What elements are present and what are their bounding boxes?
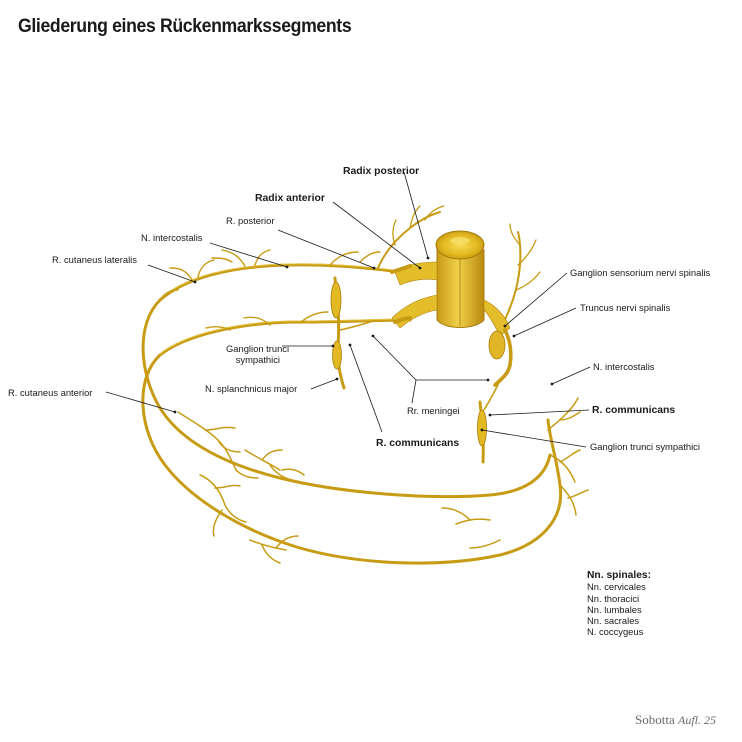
label-r-cutaneus-anterior: R. cutaneus anterior xyxy=(8,387,92,398)
anatomical-labels: Radix posterior Radix anterior R. poster… xyxy=(8,166,710,452)
label-r-cutaneus-lateralis: R. cutaneus lateralis xyxy=(52,254,137,265)
r-cutaneus-anterior-branches xyxy=(177,411,305,564)
label-r-posterior: R. posterior xyxy=(226,215,274,226)
label-radix-anterior: Radix anterior xyxy=(255,193,325,204)
page-title: Gliederung eines Rückenmarkssegments xyxy=(18,16,352,37)
legend-item: Nn. lumbales xyxy=(587,603,642,615)
label-truncus-nervi: Truncus nervi spinalis xyxy=(580,302,671,313)
label-ganglion-sensorium: Ganglion sensorium nervi spinalis xyxy=(570,267,710,278)
legend-heading: Nn. spinales: xyxy=(587,570,652,581)
lower-intercostal-nerve xyxy=(141,311,563,565)
label-n-intercostalis-left: N. intercostalis xyxy=(141,232,203,243)
label-n-intercostalis-right: N. intercostalis xyxy=(593,361,655,372)
right-anterior-branches xyxy=(441,397,589,549)
posterior-rami xyxy=(377,205,541,331)
upper-intercostal-nerve xyxy=(141,249,552,499)
left-sympathetic-ganglion xyxy=(330,276,371,390)
label-rr-meningei: Rr. meningei xyxy=(407,405,460,416)
legend: Nn. spinales: Nn. cervicales Nn. thoraci… xyxy=(587,570,651,638)
legend-item: Nn. sacrales xyxy=(587,615,640,627)
legend-item: Nn. thoracici xyxy=(587,592,640,604)
right-sympathetic-ganglion xyxy=(477,379,501,464)
publisher-credit: Sobotta Aufl. 25 xyxy=(635,712,716,728)
label-ganglion-trunci-right: Ganglion trunci sympathici xyxy=(590,441,700,452)
spinal-root-bundles xyxy=(390,261,513,387)
label-r-communicans-right: R. communicans xyxy=(592,405,675,416)
label-r-communicans-left: R. communicans xyxy=(376,438,459,449)
label-ganglion-trunci-left-1: Ganglion trunci xyxy=(226,343,289,354)
label-n-splanchnicus: N. splanchnicus major xyxy=(205,383,297,394)
spinal-cord xyxy=(435,230,485,328)
credit-name: Sobotta xyxy=(635,712,675,727)
legend-item: Nn. cervicales xyxy=(587,581,646,593)
label-ganglion-trunci-left-2: sympathici xyxy=(236,354,280,365)
credit-edition: Aufl. 25 xyxy=(678,713,716,727)
label-radix-posterior: Radix posterior xyxy=(343,166,419,177)
legend-item: N. coccygeus xyxy=(587,626,644,638)
leader-lines xyxy=(105,171,591,448)
